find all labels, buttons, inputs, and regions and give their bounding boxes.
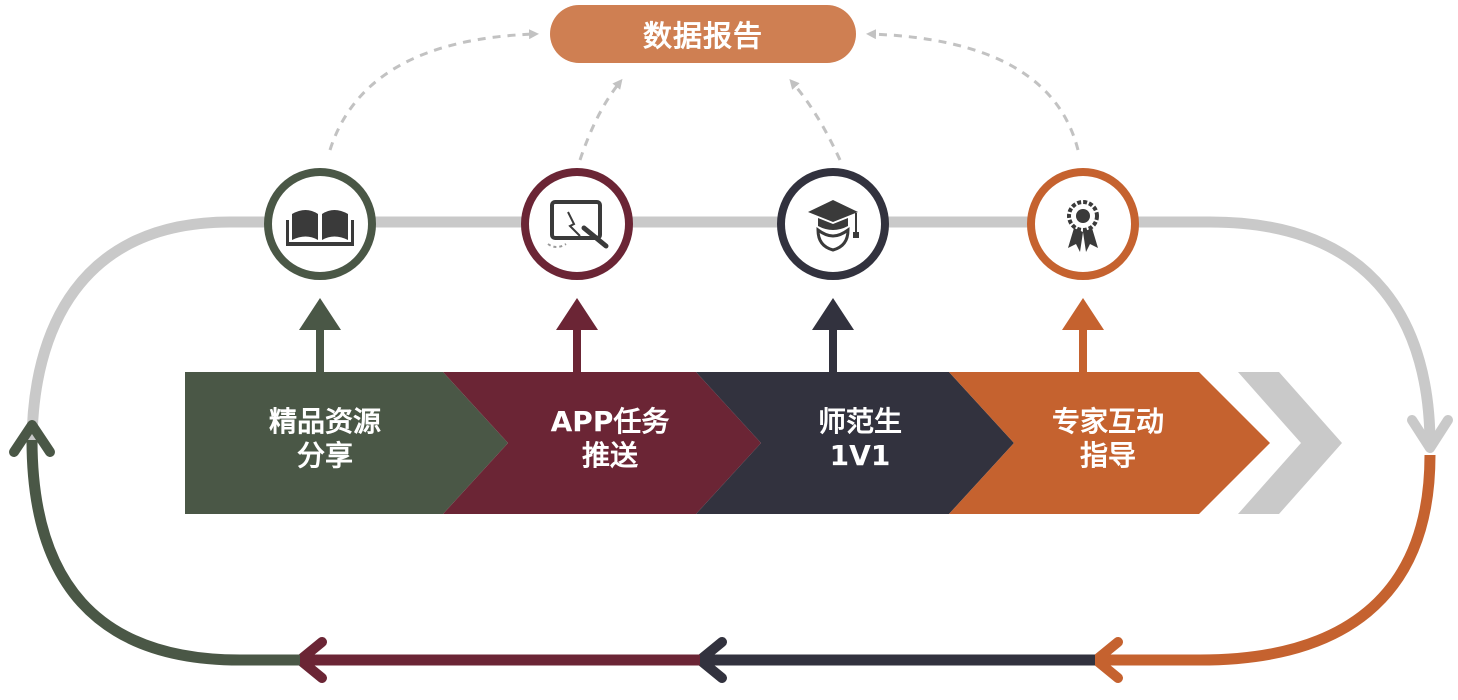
banner-segment-2: [443, 372, 761, 514]
step-1-line-1: 精品资源: [268, 405, 381, 438]
step-node-4: [1027, 168, 1139, 280]
step-4-line-1: 专家互动: [1051, 405, 1164, 438]
step-node-3: [777, 168, 889, 280]
step-label-3: 师范生 1V1: [770, 405, 950, 473]
step-node-1: [264, 168, 376, 280]
loop-left-green-arc: [26, 439, 300, 666]
step-2-line-1: APP任务: [550, 405, 670, 438]
banner-tail-chevron: [1238, 372, 1342, 514]
up-arrow-4: [1062, 298, 1104, 378]
step-3-line-1: 师范生: [817, 405, 902, 438]
dashed-arrows: [328, 29, 1080, 161]
loop-bottom: [9, 420, 1436, 683]
loop-top-line: [26, 216, 1436, 446]
step-2-line-2: 推送: [581, 439, 638, 473]
dashed-arrow-2: [578, 78, 623, 161]
loop-left-arrowhead: [9, 420, 55, 457]
return-arrowhead-orange: [1091, 637, 1123, 683]
up-arrow-2: [556, 298, 598, 378]
banner-segment-4: [949, 372, 1270, 514]
up-arrows: [299, 298, 1104, 378]
loop-right-arrowhead: [1407, 415, 1453, 453]
tablet-pen-icon: [547, 200, 609, 249]
step-label-1: 精品资源 分享: [240, 405, 410, 473]
open-book-icon: [286, 210, 354, 246]
data-report-label: 数据报告: [642, 19, 763, 53]
step-nodes: [264, 168, 1139, 280]
step-4-line-2: 指导: [1079, 439, 1136, 473]
loop-gray: [26, 216, 1453, 453]
award-ribbon-icon: [1067, 200, 1099, 252]
up-arrow-3: [812, 298, 854, 378]
banner-segment-1: [185, 372, 508, 514]
dashed-arrow-1: [328, 29, 539, 151]
graduate-icon: [808, 200, 859, 252]
dashed-arrow-4: [866, 29, 1080, 151]
dashed-arrow-3: [789, 78, 842, 161]
step-1-line-2: 分享: [296, 439, 353, 473]
step-label-4: 专家互动 指导: [1018, 405, 1198, 473]
step-label-2: APP任务 推送: [520, 405, 700, 473]
step-3-line-2: 1V1: [829, 439, 891, 473]
step-node-2: [521, 168, 633, 280]
up-arrow-1: [299, 298, 341, 378]
chevron-banner: [185, 372, 1342, 514]
banner-segment-3: [696, 372, 1014, 514]
loop-right-orange-arc: [1095, 454, 1436, 666]
data-report-badge: 数据报告: [550, 5, 856, 63]
